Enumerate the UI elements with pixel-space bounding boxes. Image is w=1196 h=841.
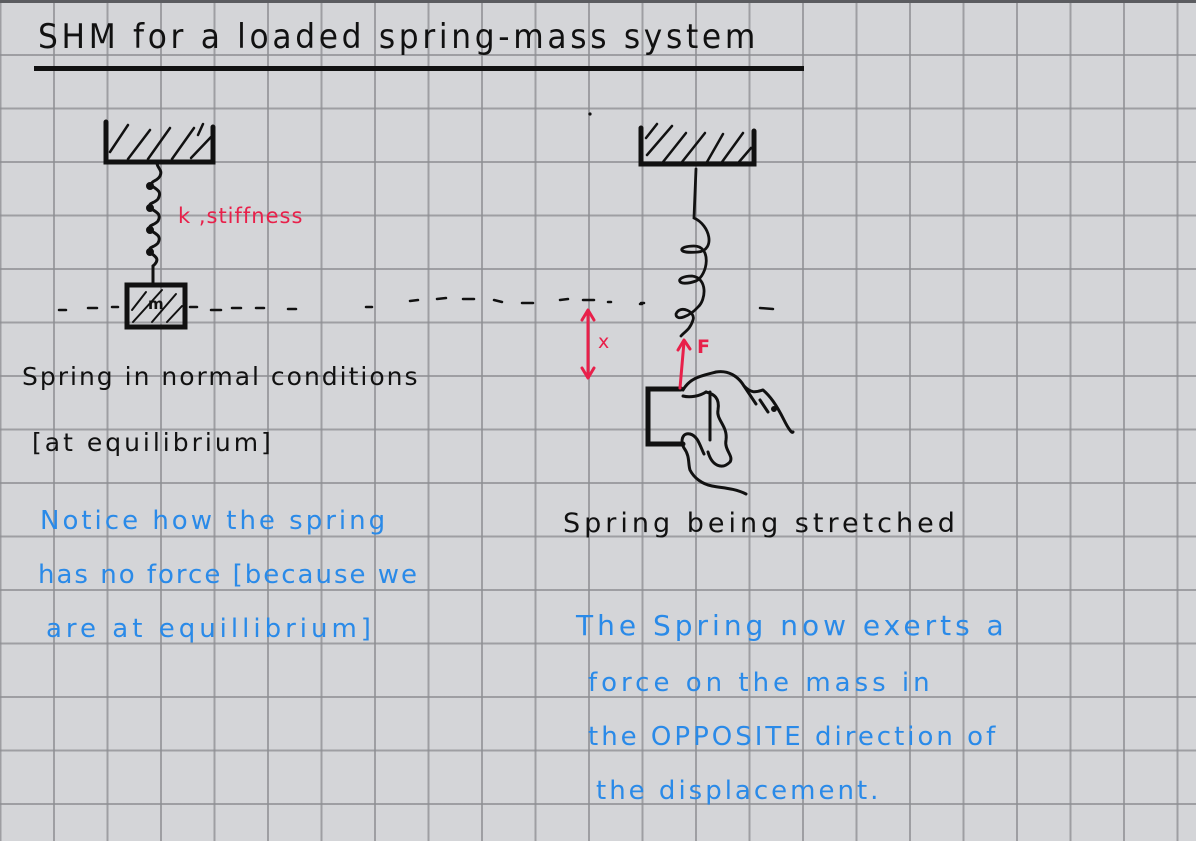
left-caption-line-1: Spring in normal conditions	[22, 362, 420, 391]
displacement-arrow	[580, 308, 596, 380]
title-underline	[34, 66, 804, 71]
right-note-line-3: the OPPOSITE direction of	[588, 722, 999, 752]
force-label: F	[697, 336, 712, 358]
stray-dot	[588, 112, 592, 116]
right-ceiling-support	[638, 122, 757, 167]
left-note-line-1: Notice how the spring	[40, 506, 389, 536]
right-note-line-2: force on the mass in	[588, 668, 934, 698]
left-mass-block	[124, 282, 188, 330]
left-note-line-3: are at equillibrium]	[46, 614, 375, 644]
right-spring	[674, 167, 711, 338]
spring-stiffness-label: k ,stiffness	[178, 204, 304, 228]
right-caption: Spring being stretched	[563, 508, 959, 539]
left-caption-line-2: [at equilibrium]	[32, 428, 274, 457]
equilibrium-dashed-line	[57, 296, 775, 312]
right-mass-block	[645, 386, 686, 447]
right-note-line-1: The Spring now exerts a	[576, 609, 1008, 642]
mass-label: m	[148, 295, 164, 313]
left-spring	[146, 161, 163, 287]
left-ceiling-support	[103, 119, 216, 165]
right-note-line-4: the displacement.	[596, 776, 882, 806]
page-title: SHM for a loaded spring-mass system	[38, 17, 760, 57]
left-note-line-2: has no force [because we	[38, 560, 420, 590]
hand-drawing	[680, 370, 795, 496]
canvas-top-border	[0, 0, 1196, 3]
displacement-label: x	[598, 331, 612, 353]
force-arrow	[676, 338, 692, 390]
